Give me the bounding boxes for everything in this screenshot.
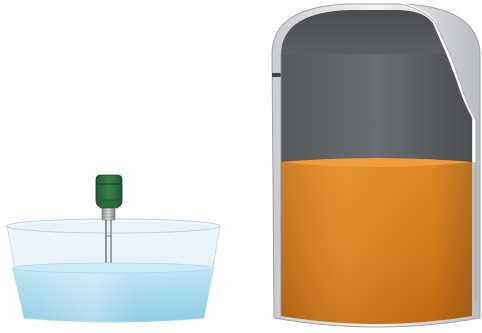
probe-rod: [110, 219, 112, 263]
tank-headspace: [281, 54, 472, 162]
tank-nozzle: [272, 73, 281, 77]
open-water-basin: [7, 219, 220, 322]
cutaway-storage-tank: [272, 4, 480, 327]
probe-rod: [105, 219, 107, 263]
